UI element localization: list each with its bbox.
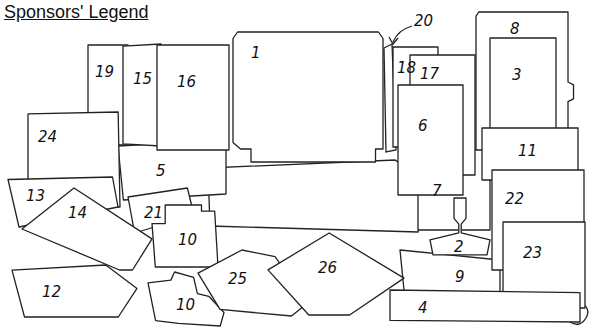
board-outline (12, 265, 137, 317)
sponsor-board: 2 (430, 198, 490, 256)
callout-number: 11 (518, 144, 537, 159)
callout-number: 7 (432, 184, 442, 199)
callout-number: 10 (176, 298, 195, 313)
arrow-head (389, 37, 398, 44)
callout-number: 23 (523, 246, 542, 261)
callout-number: 6 (418, 119, 428, 134)
board (208, 160, 430, 232)
sponsor-board: 1 (233, 32, 383, 162)
board-outline (123, 44, 161, 146)
callout-number: 2 (454, 240, 464, 255)
title: Sponsors' Legend (4, 2, 149, 23)
callout-number: 20 (414, 14, 433, 29)
callout-number: 8 (510, 22, 520, 37)
callout-number: 9 (455, 270, 465, 285)
sponsor-board: 4 (390, 290, 580, 322)
sponsor-board: 15 (123, 44, 161, 146)
callout-number: 22 (505, 192, 524, 207)
callout-number: 26 (318, 261, 337, 276)
board-outline (398, 85, 463, 195)
callout-number: 17 (420, 67, 439, 82)
callout-number: 4 (418, 301, 428, 316)
callout-number: 5 (156, 164, 166, 179)
callout-number: 19 (95, 65, 114, 80)
sponsor-board: 6 (398, 85, 463, 195)
callout-number: 1 (251, 46, 261, 61)
callout-number: 12 (42, 285, 61, 300)
sponsor-board: 26 (268, 233, 404, 315)
callout-number: 21 (144, 206, 163, 221)
sponsor-board: 12 (12, 265, 137, 317)
callout-number: 16 (177, 75, 196, 90)
board-outline (157, 45, 229, 150)
callout-number: 3 (512, 68, 522, 83)
sponsor-board: 16 (157, 45, 229, 150)
callout-number: 25 (228, 272, 247, 287)
callout-number: 15 (133, 72, 152, 87)
callout-number: 13 (26, 189, 45, 204)
callout-number: 10 (178, 233, 197, 248)
callout-number: 14 (68, 206, 87, 221)
callout-number: 24 (38, 130, 57, 145)
callout-number: 18 (397, 61, 416, 76)
